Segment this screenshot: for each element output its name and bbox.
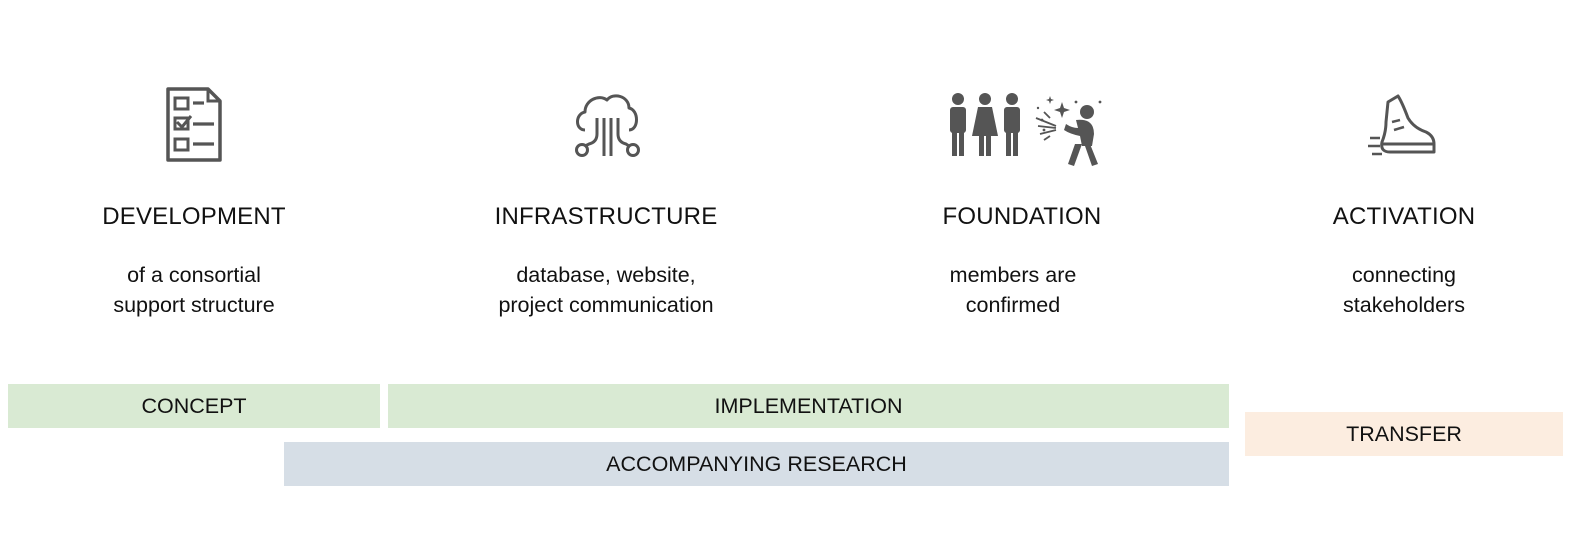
- phase-bar-transfer: TRANSFER: [1245, 412, 1563, 456]
- step-description-line: support structure: [113, 293, 275, 317]
- step-title-infrastructure: INFRASTRUCTURE: [494, 203, 718, 230]
- step-title-development: DEVELOPMENT: [102, 203, 286, 230]
- running-shoe-icon: [1368, 92, 1440, 158]
- phase-bar-concept: CONCEPT: [8, 384, 380, 428]
- step-description-line: members are: [949, 263, 1077, 287]
- step-description-infrastructure: database, website, project communication: [498, 260, 713, 320]
- step-description-development: of a consortial support structure: [113, 260, 274, 320]
- step-description-line: stakeholders: [1343, 293, 1465, 317]
- step-description-line: confirmed: [965, 293, 1061, 317]
- step-description-activation: connecting stakeholders: [1343, 260, 1465, 320]
- step-description-line: database, website,: [516, 263, 696, 287]
- step-description-line: of a consortial: [127, 263, 261, 287]
- step-description-line: project communication: [498, 293, 714, 317]
- cloud-network-icon: [573, 90, 641, 160]
- step-title-foundation: FOUNDATION: [942, 203, 1102, 230]
- phase-bar-implementation: IMPLEMENTATION: [388, 384, 1229, 428]
- step-description-line: connecting: [1352, 263, 1456, 287]
- checklist-icon: [164, 86, 224, 164]
- people-celebration-icon: [944, 90, 1106, 168]
- phase-bar-accompanying-research: ACCOMPANYING RESEARCH: [284, 442, 1229, 486]
- step-title-activation: ACTIVATION: [1332, 203, 1476, 230]
- step-description-foundation: members are confirmed: [950, 260, 1077, 320]
